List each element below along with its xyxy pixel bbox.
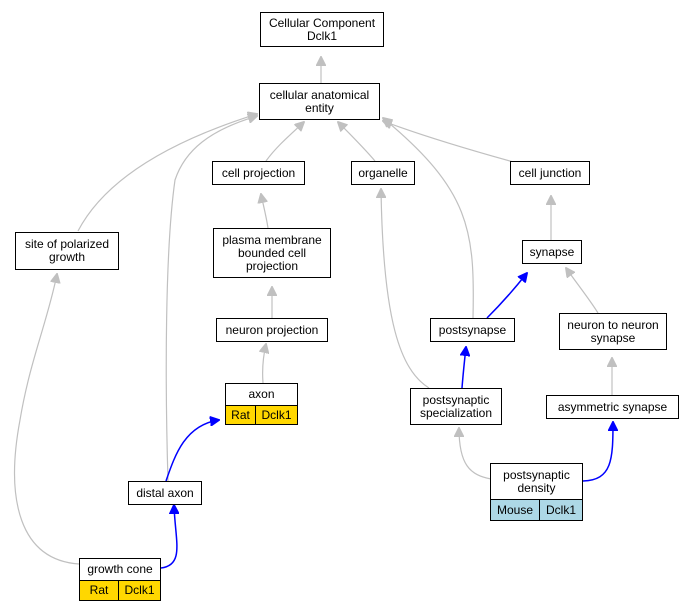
edge-growthcone-to-distalaxon <box>160 505 177 569</box>
node-neuron-projection[interactable]: neuron projection <box>216 318 328 342</box>
node-growth-cone[interactable]: growth cone Rat Dclk1 <box>79 558 161 601</box>
node-postsynapse[interactable]: postsynapse <box>430 318 515 342</box>
annotation-species-cell: Rat <box>225 406 256 425</box>
edge-axon-to-neuronprojection <box>263 344 266 384</box>
node-postsynaptic-specialization[interactable]: postsynaptic specialization <box>410 388 502 425</box>
annotation-species-cell: Mouse <box>490 500 540 521</box>
node-cellular-component-root[interactable]: Cellular Component Dclk1 <box>260 12 384 47</box>
edge-pmbcp-to-cellprojection <box>261 194 269 229</box>
edge-celljunction-to-cae <box>383 121 518 164</box>
node-asymmetric-synapse[interactable]: asymmetric synapse <box>546 395 679 419</box>
node-axon-label: axon <box>225 383 298 406</box>
annotation-gene-cell: Dclk1 <box>119 581 161 601</box>
edge-postsynapse-to-synapse <box>486 273 527 319</box>
node-distal-axon[interactable]: distal axon <box>128 481 202 505</box>
node-postsynaptic-density[interactable]: postsynaptic density Mouse Dclk1 <box>490 463 583 521</box>
node-growth-cone-label: growth cone <box>79 558 161 581</box>
edge-cellprojection-to-cae <box>265 122 304 162</box>
node-cellular-anatomical-entity[interactable]: cellular anatomical entity <box>259 83 380 120</box>
node-organelle[interactable]: organelle <box>351 161 415 185</box>
node-cell-projection[interactable]: cell projection <box>212 161 305 185</box>
node-synapse[interactable]: synapse <box>522 240 582 264</box>
node-plasma-membrane-bounded-cell-projection[interactable]: plasma membrane bounded cell projection <box>213 228 331 278</box>
annotation-gene-cell: Dclk1 <box>540 500 583 521</box>
edge-n2n-to-synapse <box>566 268 599 314</box>
edge-distalaxon-to-axon <box>165 420 219 482</box>
edge-organelle-to-cae <box>338 122 376 162</box>
node-neuron-to-neuron-synapse[interactable]: neuron to neuron synapse <box>559 313 667 350</box>
node-cell-junction[interactable]: cell junction <box>510 161 590 185</box>
edge-postsynapse-to-cae <box>383 118 474 319</box>
node-postsynaptic-density-label: postsynaptic density <box>490 463 583 500</box>
edge-psd-to-asym <box>582 422 613 482</box>
edge-pss-to-organelle <box>381 189 430 389</box>
node-axon[interactable]: axon Rat Dclk1 <box>225 383 298 425</box>
edge-pss-to-postsynapse <box>462 347 466 389</box>
edge-site-to-cae <box>77 114 257 232</box>
edge-growthcone-to-site <box>14 274 80 565</box>
node-site-of-polarized-growth[interactable]: site of polarized growth <box>15 232 119 270</box>
annotation-gene-cell: Dclk1 <box>256 406 298 425</box>
annotation-species-cell: Rat <box>79 581 119 601</box>
edge-psd-to-pss <box>459 428 492 480</box>
edge-distalaxon-to-cae <box>165 116 257 482</box>
